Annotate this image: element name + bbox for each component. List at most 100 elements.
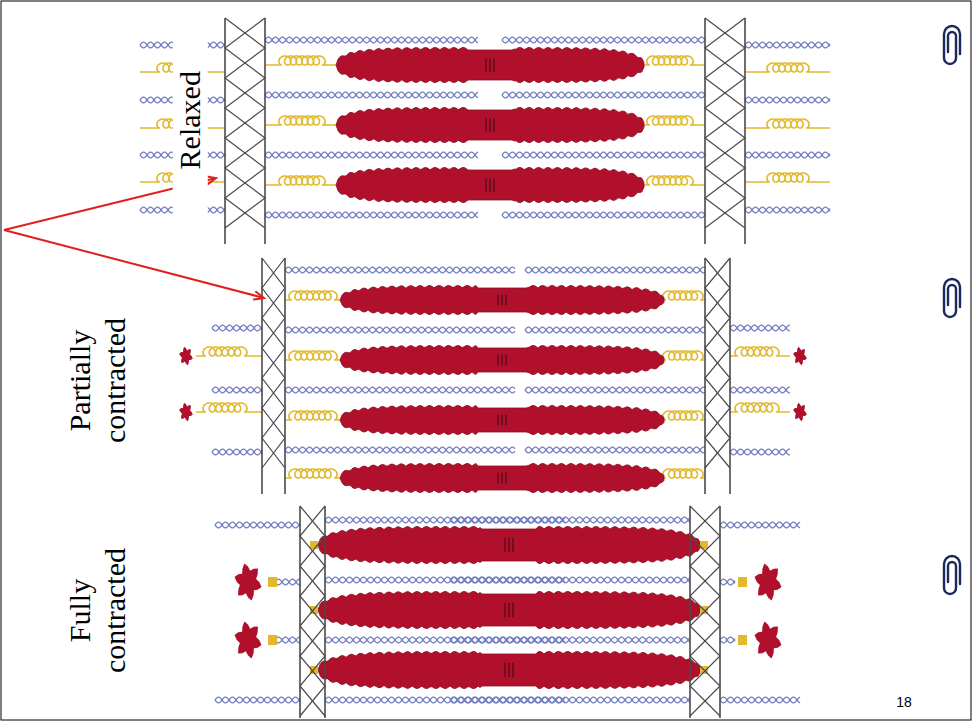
actin-filament: [275, 579, 300, 585]
actin-filament: [450, 697, 690, 703]
actin-filament: [275, 579, 300, 585]
paperclip-icon: [944, 556, 960, 594]
titin-spring: [640, 116, 705, 125]
m-line: [498, 415, 499, 426]
actin-filament: [502, 92, 705, 98]
actin-filament: [525, 267, 705, 273]
myosin-filament: [340, 345, 664, 374]
m-line: [509, 663, 510, 677]
titin-spring: [640, 56, 705, 65]
actin-filament: [502, 37, 705, 43]
actin-filament: [525, 267, 705, 273]
actin-filament: [502, 212, 705, 218]
actin-filament: [745, 152, 830, 158]
actin-filament: [265, 37, 478, 43]
titin-spring: [640, 176, 705, 185]
actin-filament: [525, 447, 705, 453]
titin-spring: [660, 469, 705, 478]
actin-filament: [275, 637, 300, 643]
callout-arrow: [4, 230, 264, 298]
z-disc: [744, 18, 746, 244]
actin-filament: [265, 152, 478, 158]
z-disc-lattice: [690, 506, 720, 716]
m-line: [513, 538, 514, 552]
folded-myosin-end: [235, 563, 262, 600]
actin-filament: [285, 327, 515, 333]
actin-filament: [212, 387, 262, 393]
m-line: [509, 538, 510, 552]
m-line: [494, 58, 495, 72]
actin-filament: [745, 42, 830, 48]
m-line: [490, 58, 491, 72]
m-line: [494, 118, 495, 132]
z-disc-lattice: [300, 506, 325, 716]
z-disc-lattice: [262, 258, 285, 468]
m-line: [490, 118, 491, 132]
folded-myosin-end: [793, 347, 807, 366]
z-disc-lattice: [705, 18, 745, 228]
z-disc-lattice: [705, 18, 745, 228]
z-disc: [224, 18, 226, 244]
actin-filament: [720, 637, 735, 643]
titin-compressed: [738, 577, 747, 587]
m-line: [494, 178, 495, 192]
actin-filament: [730, 449, 790, 455]
myosin-filament: [340, 463, 664, 492]
m-line: [502, 415, 503, 426]
folded-myosin-end: [793, 403, 807, 422]
actin-filament: [285, 447, 515, 453]
m-line: [506, 473, 507, 484]
z-disc-lattice: [300, 506, 325, 716]
myosin-filament: [318, 526, 700, 563]
actin-filament: [525, 387, 705, 393]
actin-filament: [265, 92, 478, 98]
titin-spring: [285, 351, 345, 360]
actin-filament: [730, 449, 790, 455]
z-disc: [704, 18, 706, 244]
titin-compressed: [268, 635, 277, 645]
actin-filament: [720, 637, 735, 643]
m-line: [509, 603, 510, 617]
actin-filament: [525, 327, 705, 333]
titin-compressed: [738, 635, 747, 645]
m-line: [498, 295, 499, 306]
actin-filament: [265, 92, 478, 98]
actin-filament: [450, 637, 690, 643]
actin-filament: [730, 387, 790, 393]
actin-filament: [502, 212, 705, 218]
m-line: [505, 603, 506, 617]
actin-filament: [720, 697, 800, 703]
actin-filament: [502, 92, 705, 98]
actin-filament: [215, 697, 300, 703]
actin-filament: [450, 517, 690, 523]
actin-filament: [265, 152, 478, 158]
titin-spring: [265, 116, 340, 125]
myosin-filament: [340, 285, 664, 314]
state-label: Partially contracted: [63, 291, 132, 469]
actin-filament: [450, 577, 690, 583]
actin-filament: [745, 207, 830, 213]
actin-filament: [720, 522, 800, 528]
titin-spring: [745, 173, 830, 182]
m-line: [506, 415, 507, 426]
actin-filament: [265, 212, 478, 218]
myosin-filament: [336, 47, 644, 82]
actin-filament: [212, 325, 262, 331]
titin-spring: [745, 63, 830, 72]
z-disc-lattice: [225, 18, 265, 228]
actin-filament: [450, 697, 690, 703]
state-label: Relaxed: [173, 16, 208, 224]
actin-filament: [285, 327, 515, 333]
actin-filament: [525, 327, 705, 333]
actin-filament: [265, 37, 478, 43]
m-line: [498, 473, 499, 484]
actin-filament: [745, 97, 830, 103]
actin-filament: [285, 387, 515, 393]
m-line: [513, 603, 514, 617]
titin-spring: [265, 56, 340, 65]
myosin-filament: [318, 591, 700, 628]
state-label: Fully contracted: [63, 521, 132, 699]
actin-filament: [502, 152, 705, 158]
m-line: [486, 58, 487, 72]
